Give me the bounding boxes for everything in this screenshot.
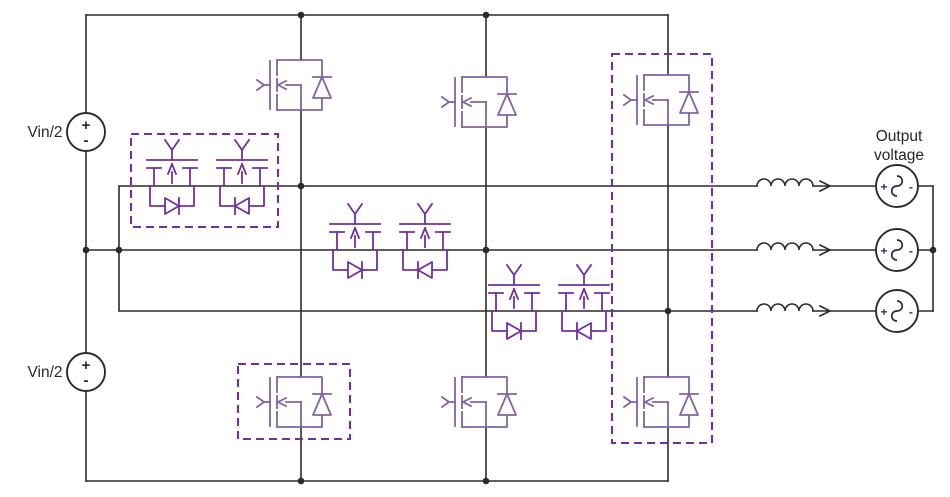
dc-bus-wiring [85, 14, 669, 482]
bidirectional-switch-phase2 [330, 204, 450, 278]
plus-icon: + [82, 357, 91, 374]
inductor-phase3 [756, 303, 814, 312]
bidirectional-switch-phase1 [147, 140, 267, 214]
mosfet-phase1-top [256, 59, 332, 111]
mosfet-phase2-bottom [441, 376, 517, 428]
sine-wave-icon [890, 300, 904, 322]
sine-wave-icon [890, 175, 904, 197]
plus-icon: + [880, 305, 887, 319]
output-voltage-label-line2: voltage [874, 147, 924, 164]
ac-source-phase1: + - [875, 164, 919, 208]
sine-wave-icon [890, 239, 904, 261]
ac-source-phase2: + - [875, 228, 919, 272]
dc-source-top: + - [66, 112, 106, 152]
minus-icon: - [84, 372, 89, 389]
midpoint-branches [85, 185, 669, 312]
phase-leg-wiring [300, 14, 669, 482]
highlight-box-bidirectional-switch [129, 132, 280, 229]
mosfet-phase2-top [441, 76, 517, 128]
inductor-phase1 [756, 178, 814, 187]
dc-source-top-label: Vin/2 [27, 124, 62, 141]
dc-source-bottom-label: Vin/2 [27, 364, 62, 381]
mosfet-phase1-bottom [256, 376, 332, 428]
plus-icon: + [880, 244, 887, 258]
dc-source-bottom: + - [66, 352, 106, 392]
junction-dots [82, 11, 937, 485]
plus-icon: + [880, 180, 887, 194]
ac-source-phase3: + - [875, 289, 919, 333]
mosfet-phase3-bottom [623, 376, 699, 428]
minus-icon: - [909, 180, 913, 194]
highlight-box-phase3-leg [610, 52, 714, 445]
inductor-phase2 [756, 242, 814, 251]
dc-source-top-circle [66, 112, 106, 152]
output-voltage-label: Output voltage [874, 128, 924, 164]
highlight-box-bottom-mosfet [236, 362, 352, 441]
bidirectional-switch-phase3 [489, 265, 609, 339]
output-wiring [300, 185, 934, 312]
mosfet-phase3-top [623, 74, 699, 126]
output-voltage-label-line1: Output [876, 128, 923, 145]
minus-icon: - [909, 244, 913, 258]
minus-icon: - [84, 132, 89, 149]
dc-source-bottom-circle [66, 352, 106, 392]
minus-icon: - [909, 305, 913, 319]
plus-icon: + [82, 117, 91, 134]
